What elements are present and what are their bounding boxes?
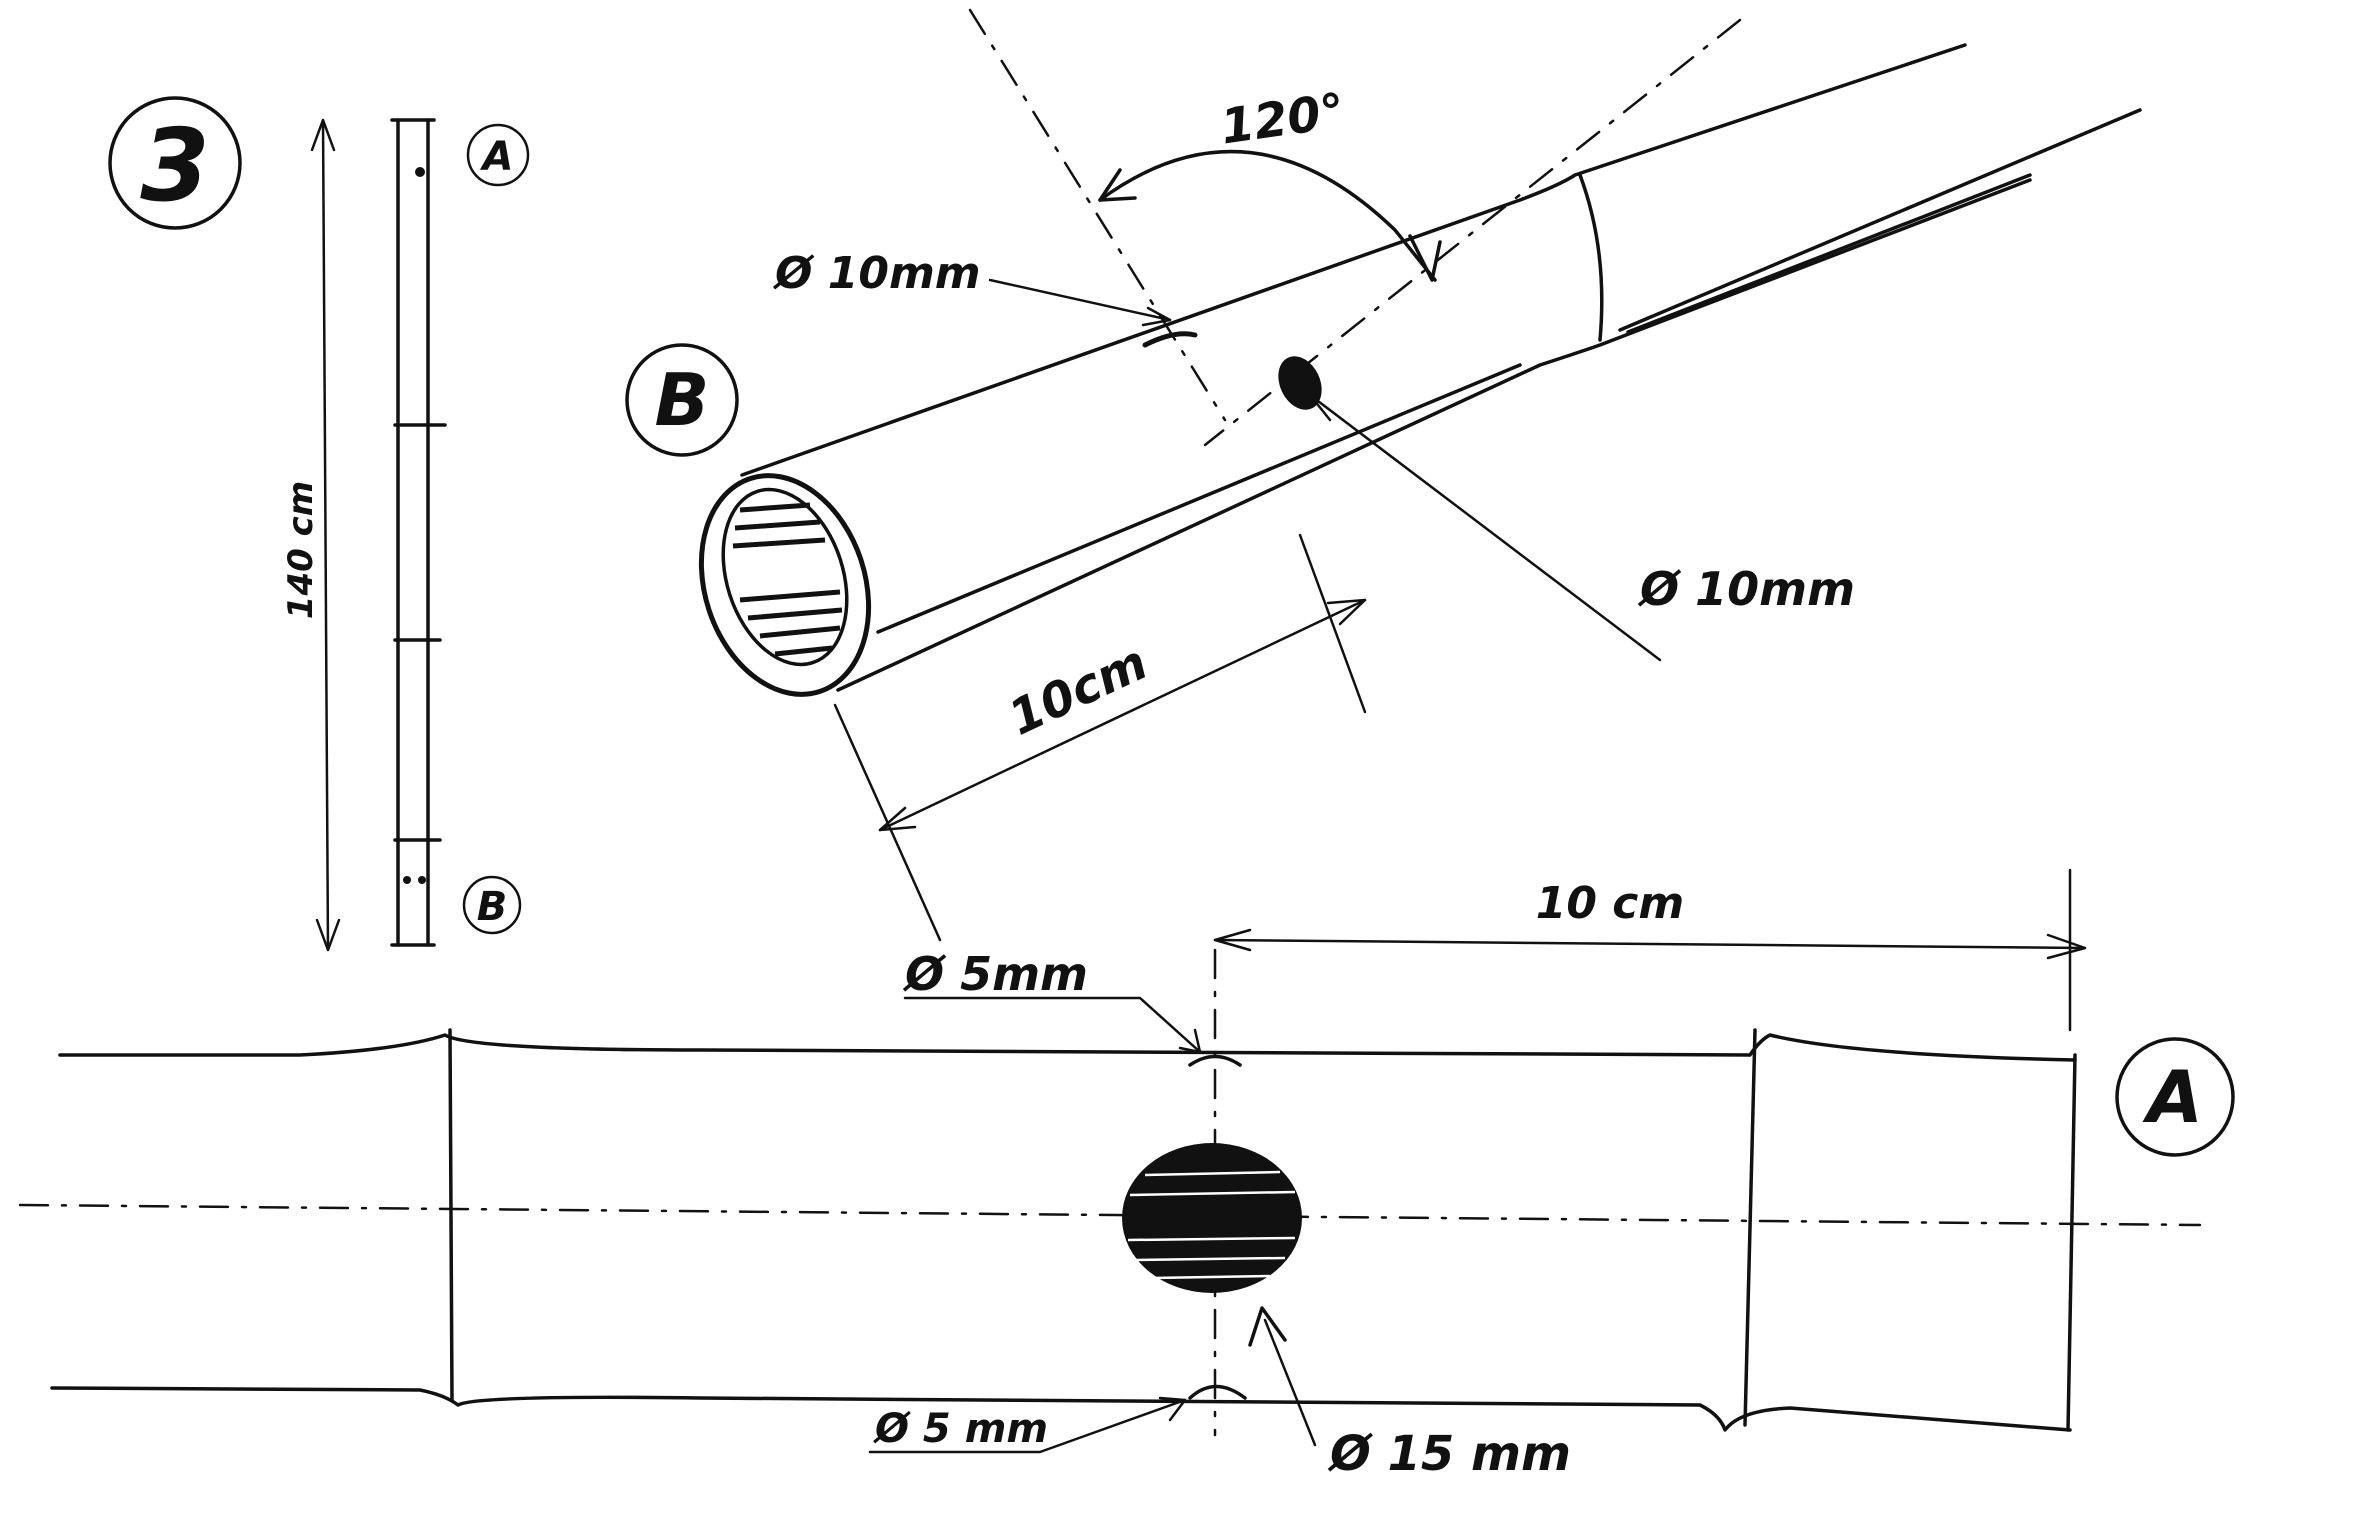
dim-arrow-end-b: [878, 806, 917, 832]
tube-node-side: [1743, 1028, 1757, 1427]
tube-top-edge: [740, 43, 1967, 477]
overview-pole: 140 cm A B: [281, 118, 530, 952]
label-circle-a: [466, 123, 530, 187]
leader-hole-top: [988, 278, 1172, 322]
leader-arrow-hole-top: [1141, 306, 1172, 327]
tube-bottom-edge-side: [50, 1386, 2072, 1432]
end-label-b-small: B: [477, 884, 508, 930]
label-circle-b: [462, 875, 522, 935]
angle-arrow-left: [1098, 168, 1137, 202]
dim-arrow-hole-a: [1213, 928, 1252, 952]
centerline-hole-b: [1203, 18, 1742, 447]
tube-opening-outer: [698, 473, 872, 697]
tube-opening-inner: [721, 487, 849, 667]
dimension-line-10cm-b: [878, 598, 1367, 832]
tube-inner-edge: [1626, 173, 2032, 334]
offset-a-label: 10 cm: [1536, 878, 1684, 929]
end-a-side-view: 10 cm A Ø 5mm Ø 5 mm Ø 15 mm: [18, 868, 2235, 1482]
hole-large: [1122, 1143, 1302, 1293]
leader-hole-front: [1308, 393, 1662, 662]
tube-node-side: [448, 1028, 454, 1402]
angle-arc: [1098, 149, 1437, 282]
leader-arrow-hole-large: [1248, 1306, 1287, 1347]
hole-small-bottom: [1188, 1384, 1247, 1400]
dim-arrow-end-a: [2046, 933, 2087, 960]
hole-dot-b: [403, 876, 411, 884]
tube-centerline: [18, 1203, 2202, 1227]
tube-opening-hatching: [732, 502, 843, 657]
extension-line-hole: [1298, 533, 1367, 714]
label-circle-b-large: [625, 343, 739, 457]
arrow-head-top: [310, 118, 336, 152]
dim-arrow-hole-b: [1326, 598, 1367, 626]
tube-top-edge-side: [58, 1033, 2077, 1062]
offset-b-label: 10cm: [1001, 634, 1156, 746]
end-label-b-large: B: [655, 358, 710, 442]
end-b-perspective: B 120°: [625, 8, 2142, 942]
dimension-line-10cm-a: [1213, 938, 2087, 950]
leader-hole-small-bottom: [868, 1398, 1187, 1454]
angle-label: 120°: [1217, 83, 1348, 156]
tube-bottom-edge: [836, 178, 2032, 692]
end-label-a-large: A: [2142, 1055, 2203, 1139]
length-dimension-line: [321, 118, 330, 952]
hole-front-diameter-label: Ø 10mm: [1637, 562, 1855, 616]
hole-dot-b: [418, 876, 426, 884]
hole-small-top: [1188, 1054, 1242, 1067]
angle-arrow-right: [1408, 234, 1442, 282]
label-circle-a-large: [2115, 1037, 2235, 1157]
leader-arrow-hole-small-top: [1178, 1028, 1202, 1054]
leader-arrow-hole-small-bottom: [1158, 1396, 1187, 1422]
leader-hole-large: [1263, 1318, 1317, 1447]
hole-top-mark: [1142, 331, 1198, 348]
end-label-a-small: A: [480, 134, 514, 180]
hole-top-diameter-label: Ø 10mm: [772, 248, 981, 299]
step-number: 3: [140, 107, 210, 224]
hole-small-top-label: Ø 5mm: [902, 947, 1088, 1001]
hole-large-highlights: [1127, 1170, 1296, 1280]
total-length-label: 140 cm: [281, 481, 321, 619]
hole-dot-a: [415, 167, 425, 177]
leader-arrow-hole-front: [1303, 393, 1332, 422]
step-circle: [108, 96, 242, 230]
tube-node-ring: [1578, 173, 1604, 342]
hole-large-label: Ø 15 mm: [1327, 1426, 1571, 1482]
arrow-head-bottom: [315, 918, 341, 952]
step-marker: 3: [108, 96, 242, 230]
centerline-hole-a: [968, 8, 1227, 422]
tube-side-edge: [876, 108, 2142, 634]
tube-end-a: [2066, 1053, 2077, 1432]
leader-hole-small-top: [903, 996, 1202, 1054]
hole-front-mark: [1278, 356, 1322, 410]
hole-small-bottom-label: Ø 5 mm: [873, 1406, 1048, 1452]
